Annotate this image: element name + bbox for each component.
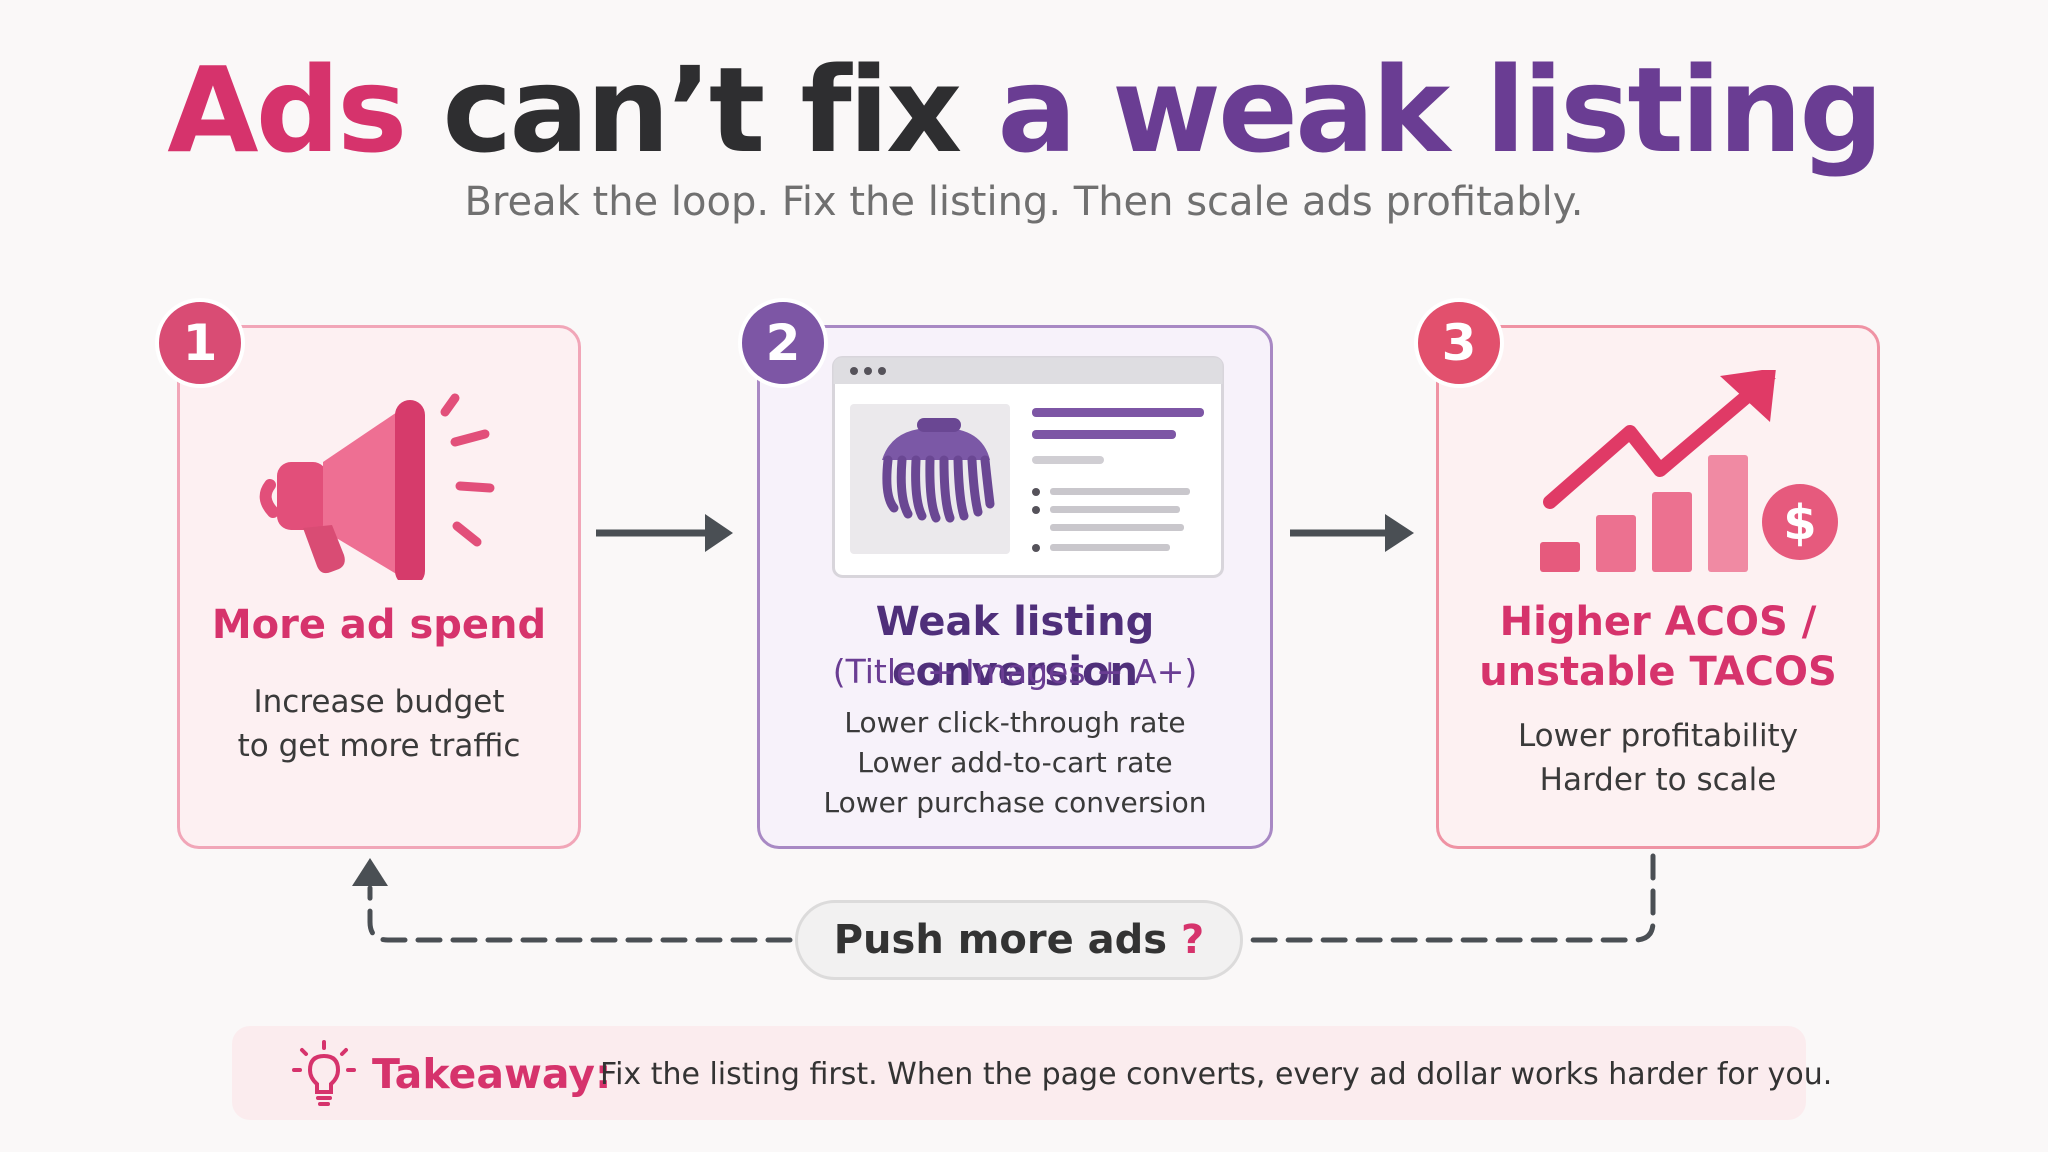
step2-title: Weak listing conversion [875,599,1155,695]
listing-page-icon [832,356,1224,578]
step2-body: Lower click-through rate Lower add-to-ca… [757,703,1273,823]
title-part-weak-listing: a weak listing [997,41,1883,179]
page-title: Ads can’t fix a weak listing [0,30,2048,190]
step3-body: Lower profitability Harder to scale [1436,714,1880,802]
step3-title: Higher ACOS / unstable TACOS [1436,597,1880,697]
step1-body-line: Increase budget [253,684,505,720]
loop-arrowhead [352,858,388,886]
step-number-badge-3: 3 [1414,298,1504,388]
megaphone-icon [259,393,495,580]
step1-body-line: to get more traffic [237,728,521,764]
svg-text:$: $ [1783,495,1816,551]
step2-body-line: Lower add-to-cart rate [857,746,1173,779]
takeaway-text: Fix the listing first. When the page con… [600,1057,1833,1092]
pill-label: Push more ads ? [833,917,1205,963]
title-part-cant-fix: can’t fix [442,41,962,179]
arrow-step2-to-step3 [1290,514,1414,552]
step2-body-line: Lower click-through rate [844,706,1186,739]
step1-body: Increase budget to get more traffic [177,680,581,768]
step2-subtitle: (Title + Images + A+) [832,652,1198,691]
title-part-ads: Ads [167,41,407,179]
loop-back-dashed-arrow [367,853,1656,943]
step-card-ad-spend [177,325,581,849]
hair-claw-clip-icon [882,418,995,523]
step-number-badge-2: 2 [738,298,828,388]
step3-body-line: Harder to scale [1539,762,1777,798]
step3-body-line: Lower profitability [1517,718,1799,754]
step3-title-line: unstable TACOS [1479,649,1837,695]
pill-question-mark: ? [1181,917,1205,963]
step3-title-line: Higher ACOS / [1499,599,1817,645]
step1-title: More ad spend [211,602,547,648]
page-subtitle: Break the loop. Fix the listing. Then sc… [464,179,1584,225]
step-card-acos [1436,325,1880,849]
push-more-ads-pill: Push more ads ? [795,900,1243,980]
takeaway-label: Takeaway: [372,1050,612,1098]
rising-chart-dollar-icon: $ [1540,370,1838,572]
step-number-badge-1: 1 [155,298,245,388]
lightbulb-icon [292,1040,356,1106]
takeaway-banner [232,1026,1806,1120]
arrow-step1-to-step2 [596,514,733,552]
step2-body-line: Lower purchase conversion [823,786,1207,819]
